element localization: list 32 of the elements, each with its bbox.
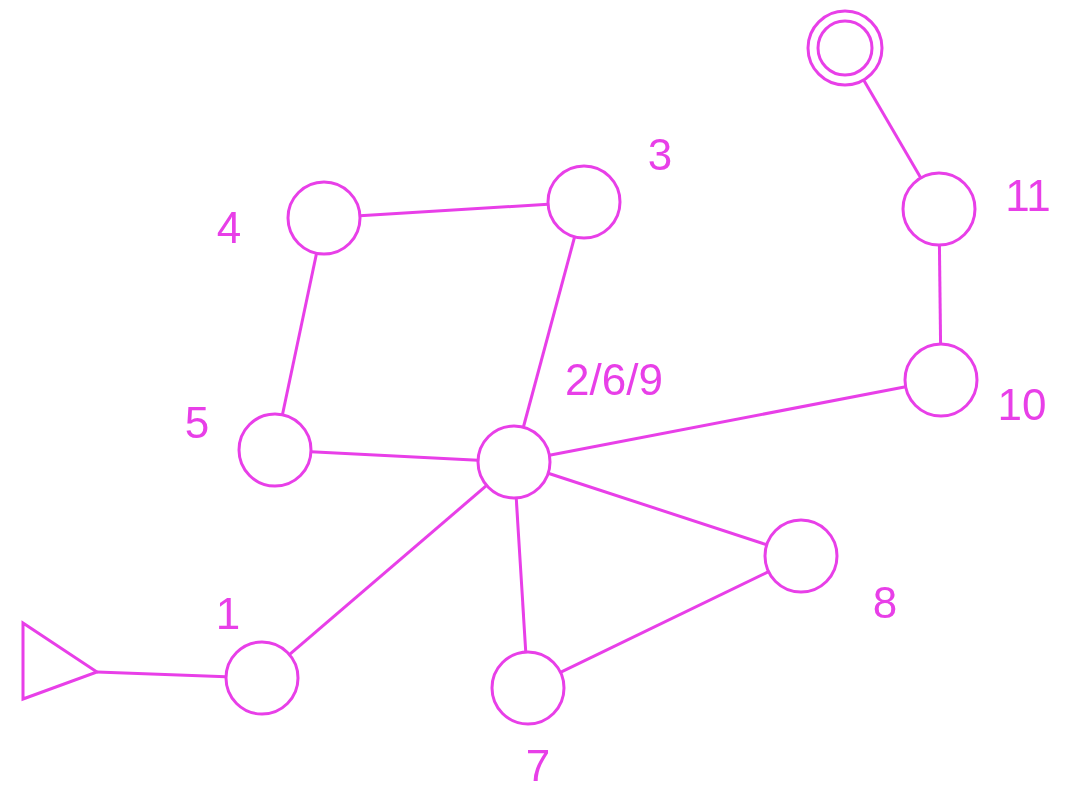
node-label: 7	[525, 744, 551, 788]
node-label: 10	[997, 383, 1047, 427]
connector-line	[96, 670, 227, 679]
connector-line	[862, 79, 923, 179]
connector-line	[521, 236, 577, 428]
connector-line	[359, 202, 549, 218]
circle-node	[476, 424, 552, 500]
connector-line	[310, 450, 479, 462]
circle-node	[237, 412, 313, 488]
circle-node	[546, 164, 622, 240]
connector-line	[547, 471, 768, 547]
circle-node	[490, 650, 566, 726]
node-label: 3	[647, 133, 673, 177]
connector-line	[514, 497, 528, 653]
node-label: 1	[215, 592, 241, 636]
circle-node	[286, 180, 362, 256]
connector-line	[559, 570, 770, 674]
circle-node	[903, 342, 979, 418]
node-label: 5	[184, 401, 210, 445]
node-label: 4	[216, 206, 242, 250]
node-label: 2/6/9	[565, 358, 663, 402]
connector-line	[280, 252, 319, 416]
circle-node	[901, 171, 977, 247]
circle-node	[763, 518, 839, 594]
circle-node	[224, 640, 300, 716]
connector-line	[288, 484, 488, 656]
connector-line	[937, 244, 943, 345]
node-label: 8	[872, 581, 898, 625]
node-label: 11	[1005, 174, 1051, 218]
connector-line	[549, 385, 906, 457]
double-circle-node	[806, 9, 884, 87]
triangle-node	[20, 620, 100, 702]
